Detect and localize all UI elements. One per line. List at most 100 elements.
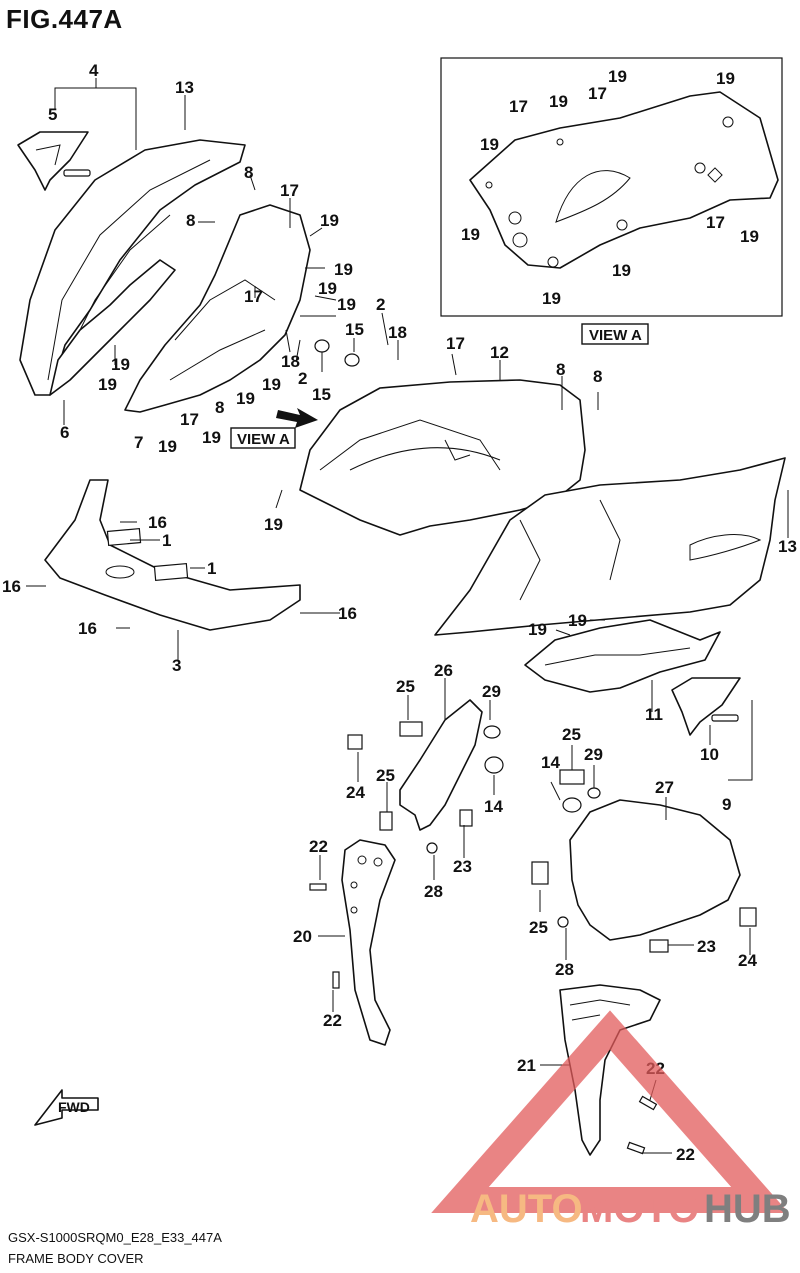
part-7-inner-panel xyxy=(124,204,311,413)
callout-19: 19 xyxy=(98,375,117,394)
callout-19: 19 xyxy=(320,211,339,230)
callout-27: 27 xyxy=(655,778,674,797)
part-10-emblem xyxy=(671,677,741,736)
callout-22: 22 xyxy=(323,1011,342,1030)
view-a-label-left: VIEW A xyxy=(237,431,290,448)
view-a-inset-frame xyxy=(440,57,783,317)
callout-17: 17 xyxy=(446,334,465,353)
callout-18: 18 xyxy=(388,323,407,342)
callout-17: 17 xyxy=(180,410,199,429)
view-a-label-inset: VIEW A xyxy=(589,327,642,344)
callout-16: 16 xyxy=(2,577,21,596)
callout-19: 19 xyxy=(202,428,221,447)
callout-25: 25 xyxy=(529,918,548,937)
callout-19: 19 xyxy=(608,67,627,86)
part-27-right-cover xyxy=(569,799,741,941)
callout-8: 8 xyxy=(593,367,602,386)
callout-23: 23 xyxy=(697,937,716,956)
callout-2: 2 xyxy=(376,295,385,314)
figure-code: GSX-S1000SRQM0_E28_E33_447A xyxy=(8,1230,222,1245)
callout-19: 19 xyxy=(264,515,283,534)
callout-2: 2 xyxy=(298,369,307,388)
callout-24: 24 xyxy=(346,783,365,802)
callout-19: 19 xyxy=(461,225,480,244)
callout-4: 4 xyxy=(89,61,99,80)
watermark-auto: AUTO xyxy=(470,1187,583,1231)
callout-19: 19 xyxy=(337,295,356,314)
callout-19: 19 xyxy=(480,135,499,154)
callout-19: 19 xyxy=(334,260,353,279)
callout-28: 28 xyxy=(555,960,574,979)
callout-17: 17 xyxy=(244,287,263,306)
callout-15: 15 xyxy=(312,385,331,404)
callout-14: 14 xyxy=(541,753,560,772)
callout-17: 17 xyxy=(588,84,607,103)
callout-5: 5 xyxy=(48,105,57,124)
callout-19: 19 xyxy=(262,375,281,394)
callout-8: 8 xyxy=(215,398,224,417)
callout-21: 21 xyxy=(517,1056,536,1075)
callout-25: 25 xyxy=(376,766,395,785)
callout-12: 12 xyxy=(490,343,509,362)
callout-11: 11 xyxy=(645,705,663,724)
callout-23: 23 xyxy=(453,857,472,876)
callout-17: 17 xyxy=(509,97,528,116)
view-a-box-left xyxy=(230,427,296,449)
callout-25: 25 xyxy=(562,725,581,744)
callout-29: 29 xyxy=(584,745,603,764)
fwd-arrow: FWD xyxy=(34,1089,99,1126)
callout-19: 19 xyxy=(568,611,587,630)
callout-26: 26 xyxy=(434,661,453,680)
figure-caption: FRAME BODY COVER xyxy=(8,1251,144,1266)
part-11-lower-panel xyxy=(524,619,721,693)
part-4-cowl xyxy=(19,139,246,396)
leader-lines xyxy=(26,78,789,1154)
callout-22: 22 xyxy=(309,837,328,856)
callout-19: 19 xyxy=(716,69,735,88)
callout-25: 25 xyxy=(396,677,415,696)
callout-19: 19 xyxy=(318,279,337,298)
part-21-lower-stay xyxy=(559,984,661,1156)
callout-28: 28 xyxy=(424,882,443,901)
callout-8: 8 xyxy=(556,360,565,379)
callout-16: 16 xyxy=(78,619,97,638)
callout-17: 17 xyxy=(280,181,299,200)
part-5-emblem xyxy=(17,131,89,191)
callout-14: 14 xyxy=(484,797,503,816)
callout-19: 19 xyxy=(740,227,759,246)
callout-9: 9 xyxy=(722,795,731,814)
callout-6: 6 xyxy=(60,423,69,442)
callout-19: 19 xyxy=(236,389,255,408)
callout-29: 29 xyxy=(482,682,501,701)
part-3-lower-cowl xyxy=(44,479,301,631)
callout-19: 19 xyxy=(612,261,631,280)
callout-19: 19 xyxy=(549,92,568,111)
watermark-moto: MOTO xyxy=(580,1187,699,1231)
part-6-inner xyxy=(49,259,176,396)
part-12-main-cover xyxy=(299,379,586,536)
callout-13: 13 xyxy=(778,537,797,556)
fwd-label: FWD xyxy=(58,1099,90,1115)
callout-3: 3 xyxy=(172,656,181,675)
view-a-arrow xyxy=(276,408,318,428)
callout-20: 20 xyxy=(293,927,312,946)
view-a-inner-panel xyxy=(469,91,779,269)
view-a-box-inset xyxy=(581,323,649,345)
callout-13: 13 xyxy=(175,78,194,97)
callout-10: 10 xyxy=(700,745,719,764)
watermark-hub: HUB xyxy=(704,1187,791,1231)
part-20-stay xyxy=(341,839,396,1046)
callout-19: 19 xyxy=(542,289,561,308)
callout-1: 1 xyxy=(207,559,216,578)
callout-19: 19 xyxy=(111,355,130,374)
callout-16: 16 xyxy=(148,513,167,532)
callout-19: 19 xyxy=(528,620,547,639)
watermark: AUTO MOTO HUB xyxy=(431,1010,791,1231)
callout-16: 16 xyxy=(338,604,357,623)
callout-1: 1 xyxy=(162,531,171,550)
callout-17: 17 xyxy=(706,213,725,232)
figure-title: FIG.447A xyxy=(6,4,123,34)
callout-8: 8 xyxy=(244,163,253,182)
callout-19: 19 xyxy=(158,437,177,456)
